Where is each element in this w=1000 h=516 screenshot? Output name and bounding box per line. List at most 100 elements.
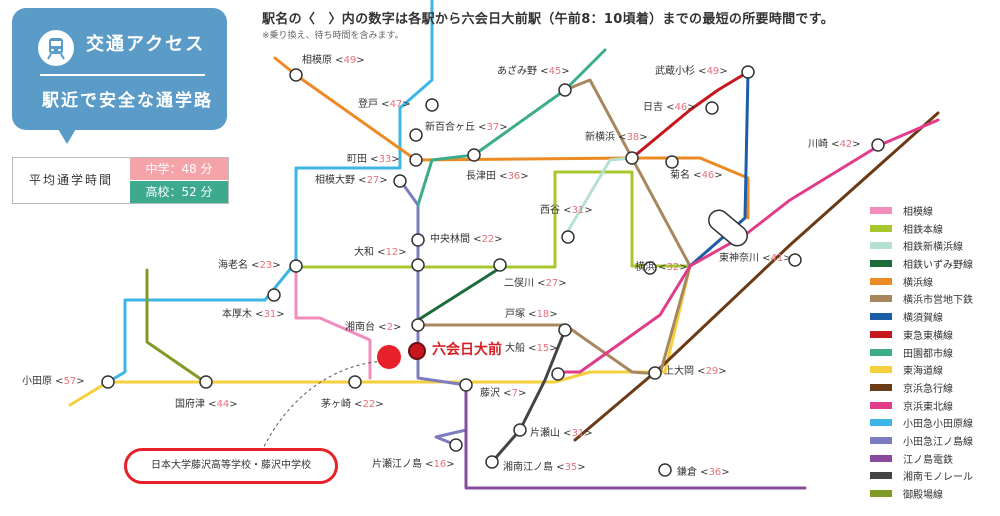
rail-line-2	[563, 156, 634, 238]
station-bracket: >	[584, 205, 593, 216]
station-name: 中央林間 <	[430, 234, 482, 245]
station-minutes: 23	[259, 260, 273, 271]
station-minutes: 47	[389, 99, 403, 110]
station-name: 相模原 <	[302, 55, 344, 66]
keikyu-keihin-interchange	[708, 209, 748, 247]
station-name: 片瀬江ノ島 <	[372, 459, 434, 470]
rail-line-6	[688, 70, 750, 268]
home-station-label: 六会日大前	[432, 342, 502, 358]
station-label-machida: 町田 <33>	[347, 154, 400, 166]
walking-route	[259, 360, 384, 456]
rail-line-10	[573, 111, 940, 442]
station-bracket: >	[520, 171, 529, 182]
station-label-yokohama: 横浜 <32>	[635, 262, 688, 274]
rail-line-4	[273, 56, 750, 220]
rail-line-7	[630, 70, 750, 160]
legend-line-name: 東急東横線	[903, 330, 953, 342]
station-bracket: >	[229, 399, 238, 410]
station-name: 海老名 <	[218, 260, 260, 271]
station-dot-kikuna	[665, 155, 679, 169]
station-name: 西谷 <	[540, 205, 572, 216]
station-bracket: >	[356, 55, 365, 66]
station-dot-kamiooka	[648, 366, 662, 380]
station-label-fujisawa: 藤沢 <7>	[480, 388, 526, 400]
station-bracket: >	[499, 122, 508, 133]
legend-line-name: 相鉄新横浜線	[903, 242, 963, 254]
station-bracket: >	[714, 170, 723, 181]
station-bracket: >	[687, 102, 696, 113]
rokkai-station-marker	[408, 342, 426, 360]
legend-line-name: 御殿場線	[903, 490, 943, 501]
rail-line-9	[68, 264, 692, 407]
station-minutes: 45	[548, 66, 562, 77]
station-name: 湘南台 <	[345, 322, 387, 333]
station-dot-shinyokohama	[625, 151, 639, 165]
station-bracket: >	[561, 66, 570, 77]
train-icon	[38, 30, 74, 66]
station-label-chigasaki: 茅ヶ崎 <22>	[321, 399, 384, 411]
station-name: 横浜 <	[635, 262, 667, 273]
station-name: 川崎 <	[808, 139, 840, 150]
station-bracket: >	[379, 175, 388, 186]
station-bracket: >	[272, 260, 281, 271]
station-bracket: >	[276, 309, 285, 320]
legend-line-name: 横浜市営地下鉄	[903, 295, 973, 307]
station-label-azamino: あざみ野 <45>	[497, 66, 570, 78]
rail-line-11	[563, 118, 940, 374]
rail-line-15	[490, 328, 567, 464]
legend-line-name: 相鉄本線	[903, 224, 943, 236]
rail-line-3	[416, 266, 502, 322]
station-dot-ebina	[289, 259, 303, 273]
map-note: ※乗り換え、待ち時間を含みます。	[262, 31, 404, 41]
access-badge: 交通アクセス 駅近で安全な通学路	[12, 8, 227, 144]
average-commute-box: 平均通学時間 中学：48 分 高校：52 分	[12, 157, 229, 204]
station-dot-sagamihara	[289, 68, 303, 82]
station-minutes: 22	[362, 399, 376, 410]
station-minutes: 18	[536, 309, 550, 320]
station-bracket: >	[549, 343, 558, 354]
station-minutes: 49	[343, 55, 357, 66]
station-dot-totsuka	[558, 323, 572, 337]
station-minutes: 29	[705, 366, 719, 377]
station-minutes: 31	[571, 205, 585, 216]
station-minutes: 41	[770, 253, 784, 264]
high-school-time: 高校：52 分	[130, 181, 228, 203]
station-bracket: >	[783, 253, 792, 264]
station-dot-higashikanagawa	[788, 253, 802, 267]
station-name: 藤沢 <	[480, 388, 512, 399]
station-minutes: 2	[386, 322, 393, 333]
station-name: 小田原 <	[22, 376, 64, 387]
station-dot-shonandai	[411, 318, 425, 332]
station-dot-katasenoshima	[449, 438, 463, 452]
legend-swatch	[870, 207, 892, 214]
station-label-musashikosugi: 武蔵小杉 <49>	[655, 66, 728, 78]
station-label-shinyurigaoka: 新百合ヶ丘 <37>	[425, 122, 508, 134]
badge-title: 交通アクセス	[86, 34, 206, 55]
station-bracket: >	[402, 99, 411, 110]
station-name: 町田 <	[347, 154, 379, 165]
station-dot-chuorinkan	[411, 233, 425, 247]
station-dot-yamato	[411, 258, 425, 272]
station-dot-honatsugi	[267, 288, 281, 302]
station-label-yamato: 大和 <12>	[354, 247, 407, 259]
legend-line-name: 横浜線	[903, 277, 933, 289]
legend-swatch	[870, 330, 892, 338]
station-dot-nagatsuta	[467, 148, 481, 162]
legend-line-name: 田園都市線	[903, 348, 953, 360]
average-commute-label: 平均通学時間	[28, 173, 113, 187]
station-minutes: 49	[706, 66, 720, 77]
station-dot-kozu	[199, 375, 213, 389]
school-marker	[377, 345, 401, 369]
map-headline: 駅名の〈 〉内の数字は各駅から六会日大前駅（午前8：10頃着）までの最短の所要時…	[262, 12, 835, 27]
station-bracket: >	[549, 309, 558, 320]
station-bracket: >	[391, 154, 400, 165]
station-name: 日吉 <	[643, 102, 675, 113]
station-dot-shinyurigaoka	[409, 128, 423, 142]
station-label-futamatagawa: 二俣川 <27>	[504, 278, 567, 290]
station-minutes: 35	[564, 462, 578, 473]
station-name: 相模大野 <	[315, 175, 367, 186]
school-name-box: 日本大学藤沢高等学校・藤沢中学校	[124, 448, 338, 484]
station-minutes: 7	[511, 388, 518, 399]
station-bracket: >	[679, 262, 688, 273]
